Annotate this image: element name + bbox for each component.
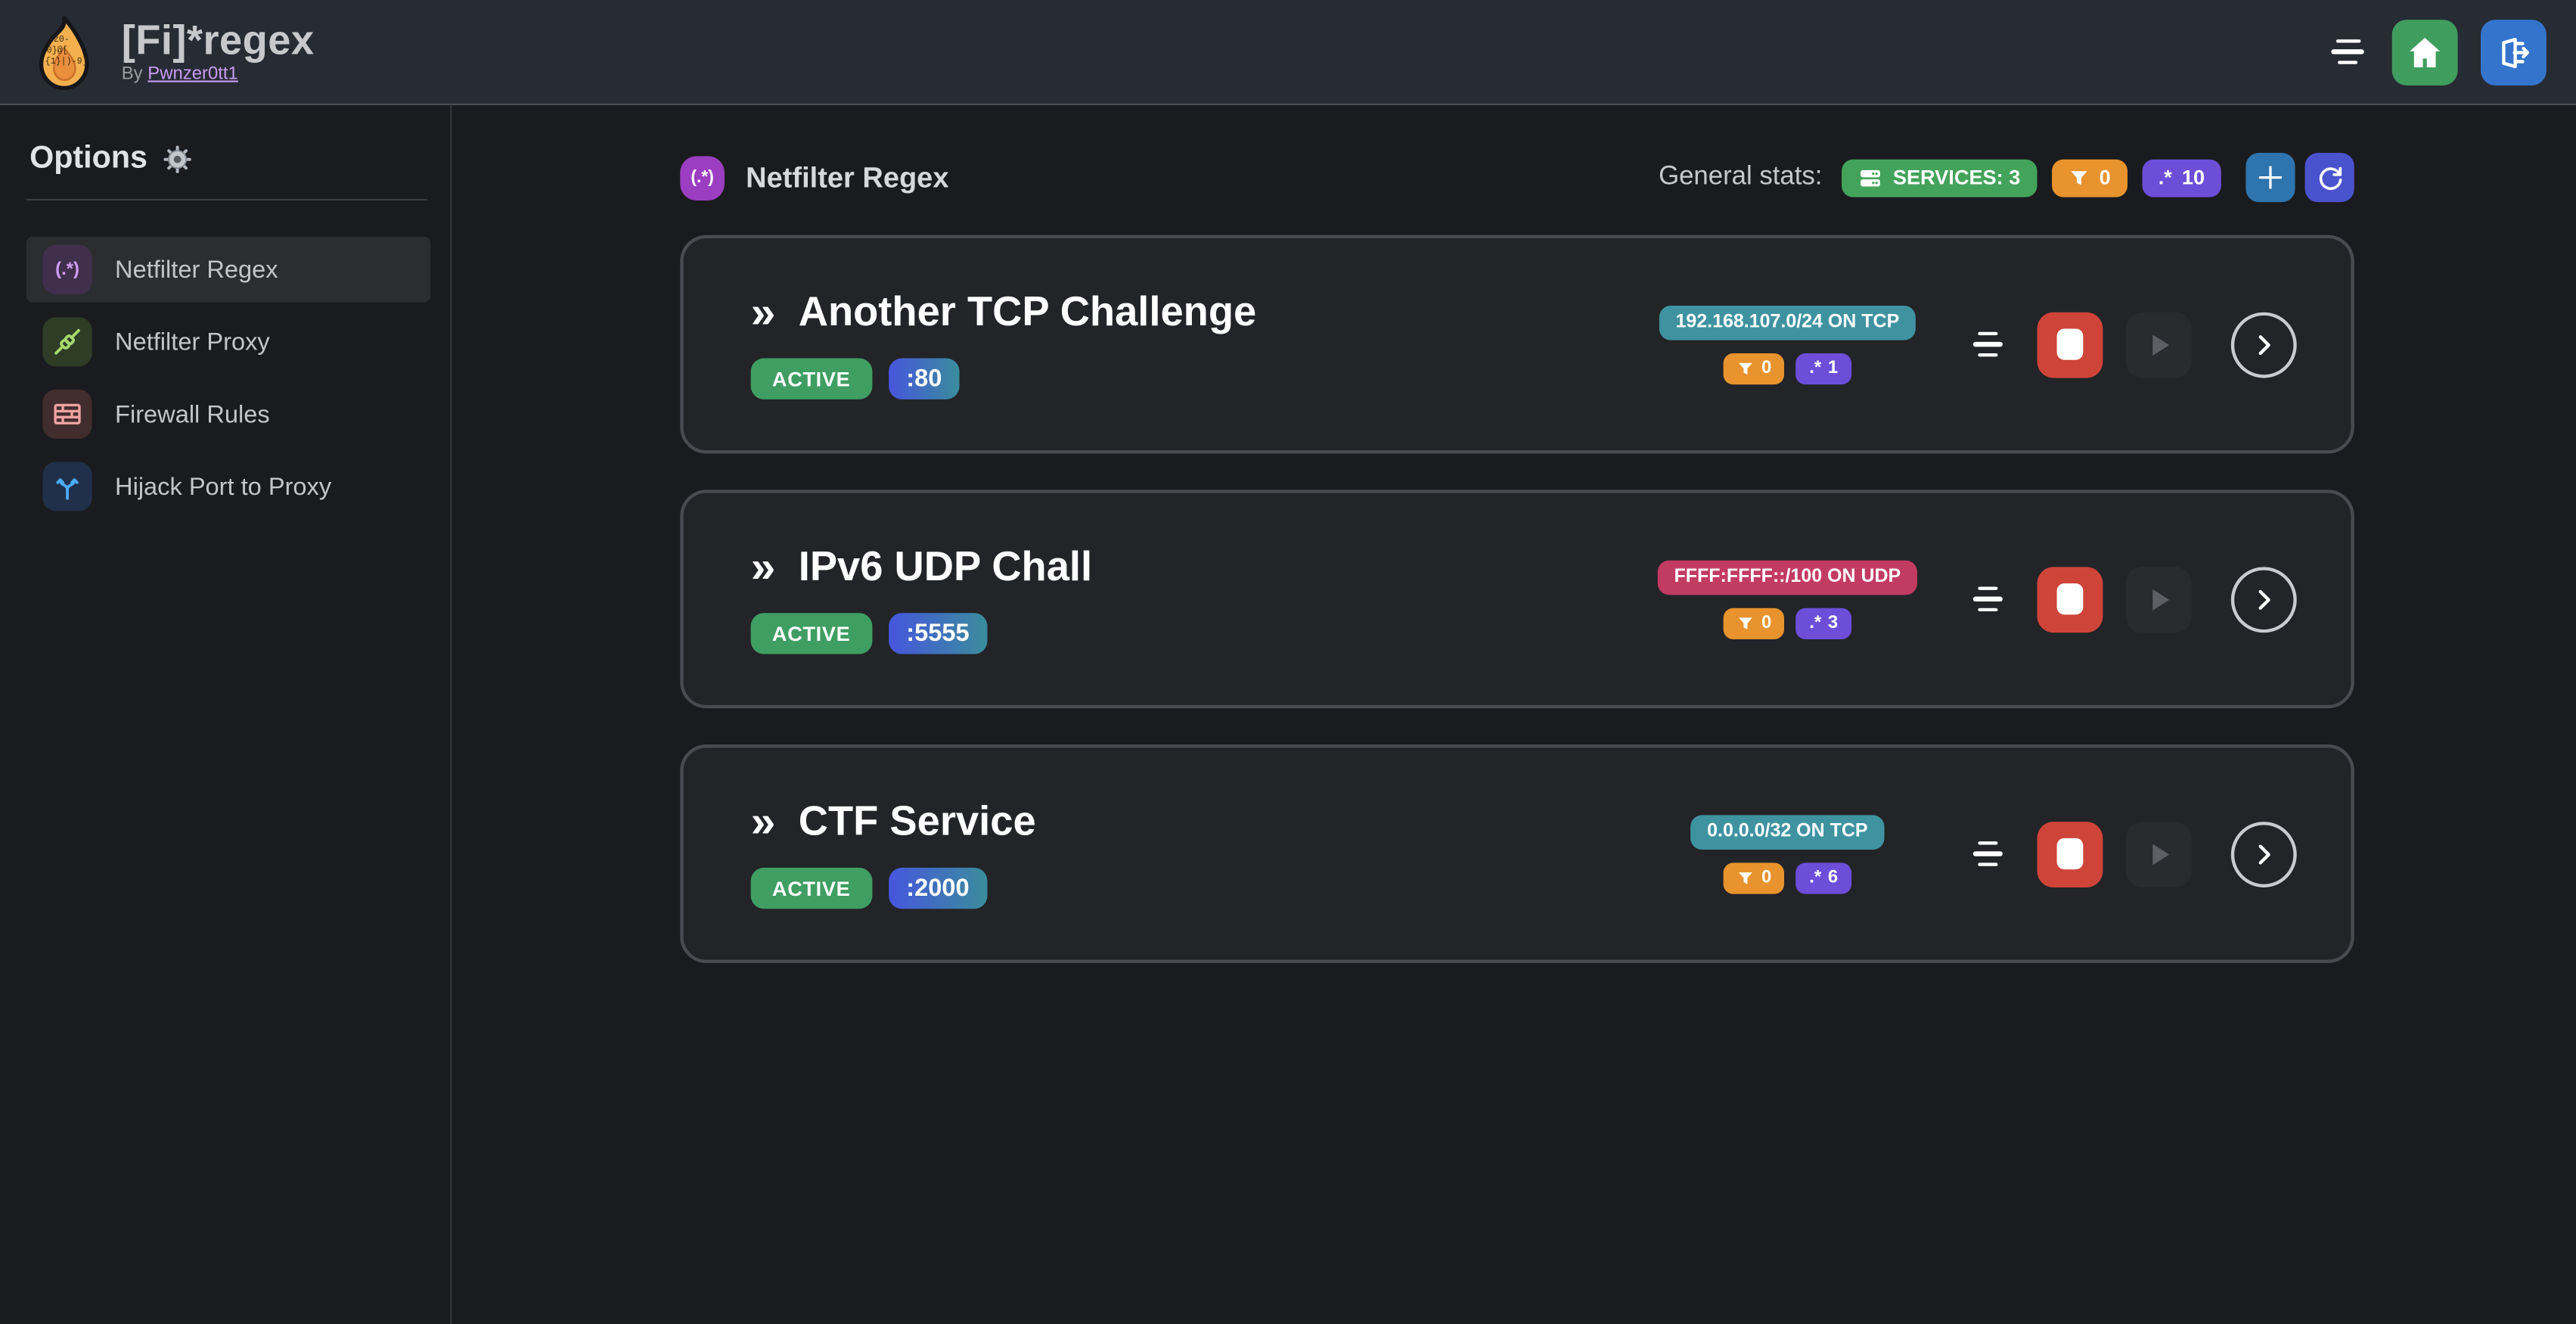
stop-button[interactable] <box>2037 821 2103 887</box>
regex-star-icon: .* <box>2158 166 2172 189</box>
service-filter-badge: 0 <box>1724 607 1785 639</box>
start-button[interactable] <box>2125 821 2192 887</box>
port-badge: :5555 <box>888 613 988 654</box>
filtered-count-badge: 0 <box>2051 158 2128 197</box>
chevrons-right-icon: » <box>750 287 776 337</box>
play-icon <box>2152 588 2170 610</box>
content-header: (.*) Netfilter Regex General stats: <box>680 153 2354 203</box>
chevrons-right-icon: » <box>750 797 776 847</box>
services-count-badge: SERVICES: 3 <box>1842 158 2038 197</box>
server-icon <box>1861 169 1881 186</box>
navbar-actions <box>2326 18 2547 85</box>
stop-icon <box>2056 838 2084 870</box>
options-heading: Options <box>26 141 430 178</box>
navbar: -z0- 0}@[ {1}|)-9] [Fi]*regex By Pwnzer0… <box>0 0 2576 106</box>
menu-icon[interactable] <box>2326 36 2369 68</box>
sidebar-item-netfilter-regex[interactable]: (.*) Netfilter Regex <box>26 236 431 303</box>
open-service-button[interactable] <box>2230 821 2297 887</box>
sidebar-item-netfilter-proxy[interactable]: Netfilter Proxy <box>26 309 430 375</box>
service-menu-icon[interactable] <box>1972 328 2004 360</box>
svg-text:0}@[: 0}@[ <box>47 45 68 54</box>
stop-button[interactable] <box>2037 311 2103 378</box>
regex-star-icon: .* <box>1809 867 1822 887</box>
section-regex-icon: (.*) <box>680 155 725 200</box>
service-name: IPv6 UDP Chall <box>798 543 1093 590</box>
svg-text:-z0-: -z0- <box>48 34 70 44</box>
service-regex-badge: .* 1 <box>1795 352 1851 384</box>
gear-icon <box>163 145 191 173</box>
regex-count-badge: .* 10 <box>2141 158 2221 197</box>
main-content: (.*) Netfilter Regex General stats: <box>452 105 2576 1324</box>
regex-star-icon: .* <box>1809 613 1822 633</box>
service-name: CTF Service <box>798 798 1036 845</box>
split-arrows-icon <box>42 462 92 511</box>
page-title: Netfilter Regex <box>746 160 949 194</box>
chevron-right-icon <box>2258 844 2270 864</box>
app-title: [Fi]*regex <box>121 17 315 64</box>
service-title: » Another TCP Challenge <box>751 289 1257 337</box>
open-service-button[interactable] <box>2230 566 2297 632</box>
service-menu-icon[interactable] <box>1972 583 2004 615</box>
status-badge: ACTIVE <box>750 358 872 399</box>
filter-icon <box>1739 362 1753 375</box>
sidebar: Options (.*) Netfilter Regex <box>0 105 452 1324</box>
chevron-right-icon <box>2258 334 2270 355</box>
service-title: » CTF Service <box>751 799 1036 847</box>
brick-wall-icon <box>42 389 92 439</box>
stop-icon <box>2056 328 2084 360</box>
brand-text: [Fi]*regex By Pwnzer0tt1 <box>122 20 315 84</box>
open-service-button[interactable] <box>2230 311 2297 378</box>
brand: -z0- 0}@[ {1}|)-9] [Fi]*regex By Pwnzer0… <box>26 14 315 89</box>
stop-button[interactable] <box>2037 566 2103 632</box>
regex-icon: (.*) <box>42 244 92 294</box>
sidebar-item-firewall-rules[interactable]: Firewall Rules <box>26 381 430 447</box>
sidebar-item-hijack-port[interactable]: Hijack Port to Proxy <box>26 454 430 520</box>
byline: By Pwnzer0tt1 <box>121 64 238 84</box>
flame-logo-icon: -z0- 0}@[ {1}|)-9] <box>39 14 89 89</box>
port-badge: :2000 <box>888 867 988 909</box>
play-icon <box>2152 843 2170 865</box>
target-badge: 0.0.0.0/32 ON TCP <box>1690 814 1885 849</box>
add-service-button[interactable] <box>2245 153 2295 203</box>
chevrons-right-icon: » <box>750 542 776 592</box>
service-menu-icon[interactable] <box>1972 838 2004 870</box>
target-badge: FFFF:FFFF::/100 ON UDP <box>1657 559 1917 595</box>
stats-label: General stats: <box>1659 163 1823 191</box>
filter-icon <box>2070 170 2087 185</box>
logout-icon <box>2502 36 2530 68</box>
home-button[interactable] <box>2391 18 2458 85</box>
service-card-ipv6-udp-chall: » IPv6 UDP Chall ACTIVE :5555 FFFF:FFFF:… <box>680 490 2354 709</box>
filter-icon <box>1739 871 1753 884</box>
status-badge: ACTIVE <box>750 613 872 654</box>
start-button[interactable] <box>2125 566 2192 632</box>
author-link[interactable]: Pwnzer0tt1 <box>147 64 238 84</box>
logout-button[interactable] <box>2481 18 2547 85</box>
target-badge: 192.168.107.0/24 ON TCP <box>1659 304 1916 340</box>
service-name: Another TCP Challenge <box>798 289 1257 336</box>
refresh-icon <box>2318 166 2342 189</box>
start-button[interactable] <box>2125 311 2192 378</box>
chevron-right-icon <box>2258 589 2270 609</box>
status-badge: ACTIVE <box>750 867 872 909</box>
service-filter-badge: 0 <box>1724 352 1785 384</box>
service-list: » Another TCP Challenge ACTIVE :80 192.1… <box>680 235 2354 963</box>
play-icon <box>2152 334 2170 356</box>
svg-text:{1}|)-9]: {1}|)-9] <box>45 56 88 66</box>
port-badge: :80 <box>888 358 961 399</box>
home-icon <box>2410 36 2441 67</box>
stop-icon <box>2056 583 2084 615</box>
service-regex-badge: .* 6 <box>1795 862 1851 894</box>
plug-icon <box>42 317 92 367</box>
sidebar-divider <box>26 198 427 201</box>
service-title: » IPv6 UDP Chall <box>751 544 1092 592</box>
filter-icon <box>1739 617 1753 629</box>
service-filter-badge: 0 <box>1724 862 1785 894</box>
service-card-another-tcp-challenge: » Another TCP Challenge ACTIVE :80 192.1… <box>680 235 2354 454</box>
regex-star-icon: .* <box>1809 358 1822 378</box>
refresh-button[interactable] <box>2304 153 2354 203</box>
plus-icon <box>2258 166 2283 189</box>
service-regex-badge: .* 3 <box>1795 607 1851 639</box>
service-card-ctf-service: » CTF Service ACTIVE :2000 0.0.0.0/32 ON… <box>680 744 2354 963</box>
